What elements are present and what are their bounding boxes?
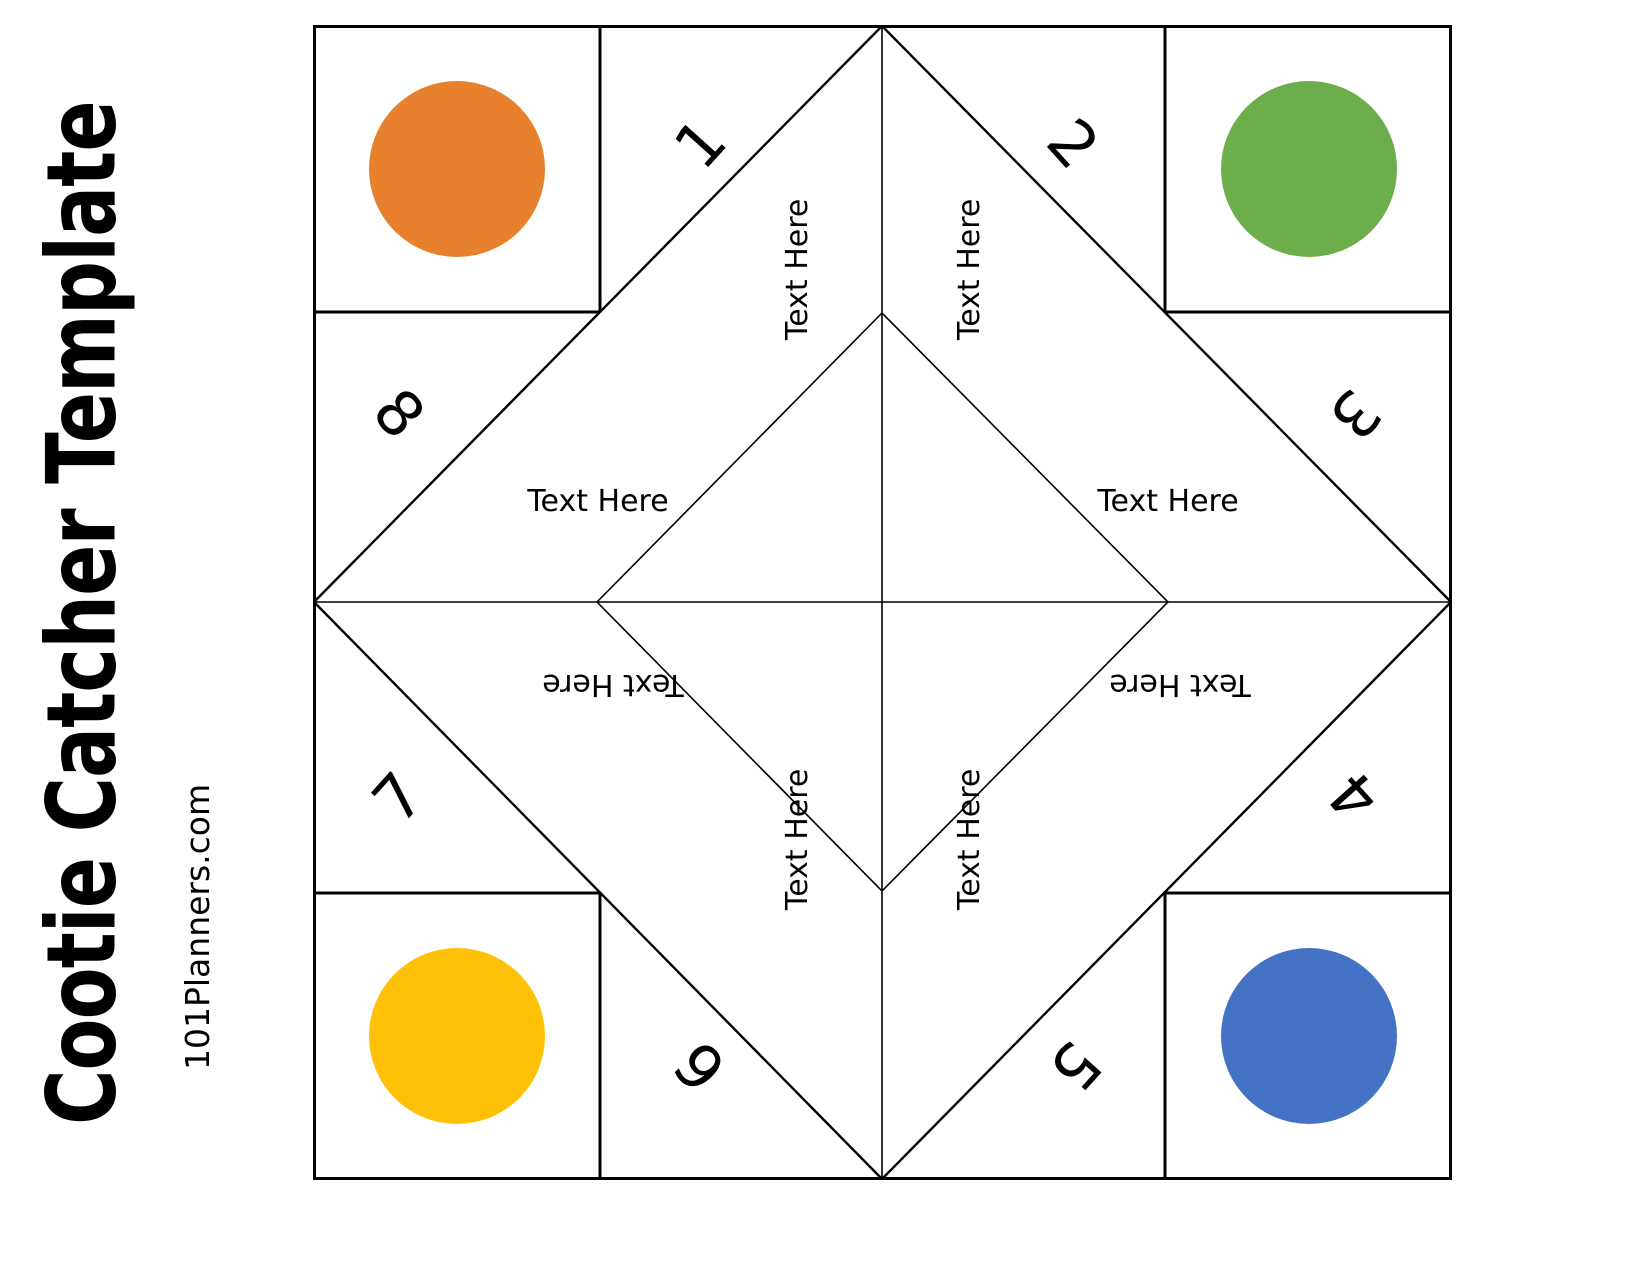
- text-slot-top-left: Text Here: [780, 198, 815, 340]
- site-credit: 101Planners.com: [178, 783, 217, 1070]
- text-slot-left: Text Here: [527, 484, 669, 519]
- text-slot-top-right: Text Here: [952, 198, 987, 340]
- green-circle: [1221, 81, 1397, 257]
- diagram-lines: [313, 25, 1452, 1180]
- cootie-catcher-diagram: 1 2 3 4 5 6 7 8 Text Here Text Here Text…: [313, 25, 1452, 1180]
- text-slot-lower-left: Text Here: [542, 667, 684, 702]
- yellow-circle: [369, 948, 545, 1124]
- text-slot-right: Text Here: [1097, 484, 1239, 519]
- blue-circle: [1221, 948, 1397, 1124]
- text-slot-bottom-right: Text Here: [952, 768, 987, 910]
- text-slot-lower-right: Text Here: [1109, 667, 1251, 702]
- orange-circle: [369, 81, 545, 257]
- text-slot-bottom-left: Text Here: [780, 768, 815, 910]
- page-title: Cootie Catcher Template: [28, 101, 138, 1125]
- title-block: Cootie Catcher Template 101Planners.com: [0, 0, 250, 1275]
